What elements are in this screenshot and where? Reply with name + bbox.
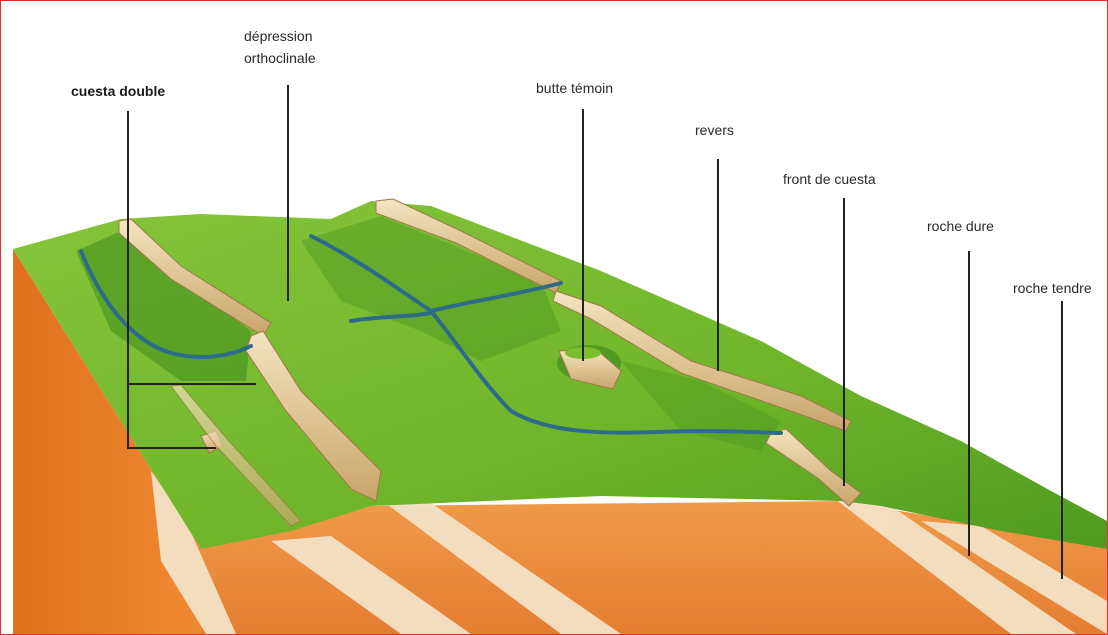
label-roche-dure: roche dure [927, 216, 994, 236]
label-depression: dépression [244, 26, 313, 46]
label-cuesta-double: cuesta double [71, 81, 165, 101]
label-butte-temoin: butte témoin [536, 78, 613, 98]
label-roche-tendre: roche tendre [1013, 278, 1092, 298]
label-orthoclinale: orthoclinale [244, 48, 316, 68]
label-front-de-cuesta: front de cuesta [783, 169, 876, 189]
label-revers: revers [695, 120, 734, 140]
